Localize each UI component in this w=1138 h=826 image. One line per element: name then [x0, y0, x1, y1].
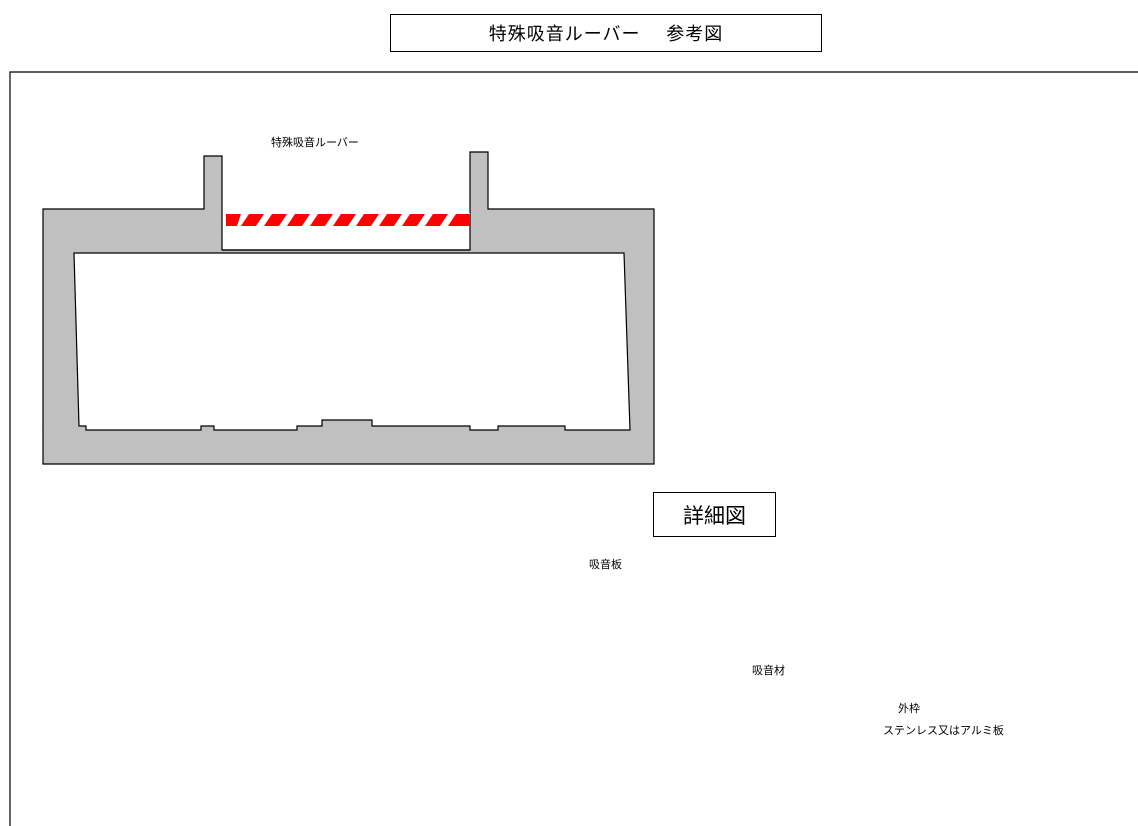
absorber-material-label: 吸音材: [752, 664, 785, 677]
louver-label: 特殊吸音ルーバー: [271, 136, 359, 149]
absorber-plate-label: 吸音板: [589, 558, 622, 571]
sheet-frame: [9, 71, 1138, 826]
frame-material-label: ステンレス又はアルミ板: [883, 724, 1004, 737]
outer-frame-label: 外枠: [898, 702, 920, 715]
louver-band: [224, 213, 470, 226]
tunnel-concrete: [42, 151, 655, 465]
detail-title: 詳細図: [653, 492, 776, 537]
diagram-title: 特殊吸音ルーバー 参考図: [390, 14, 822, 52]
